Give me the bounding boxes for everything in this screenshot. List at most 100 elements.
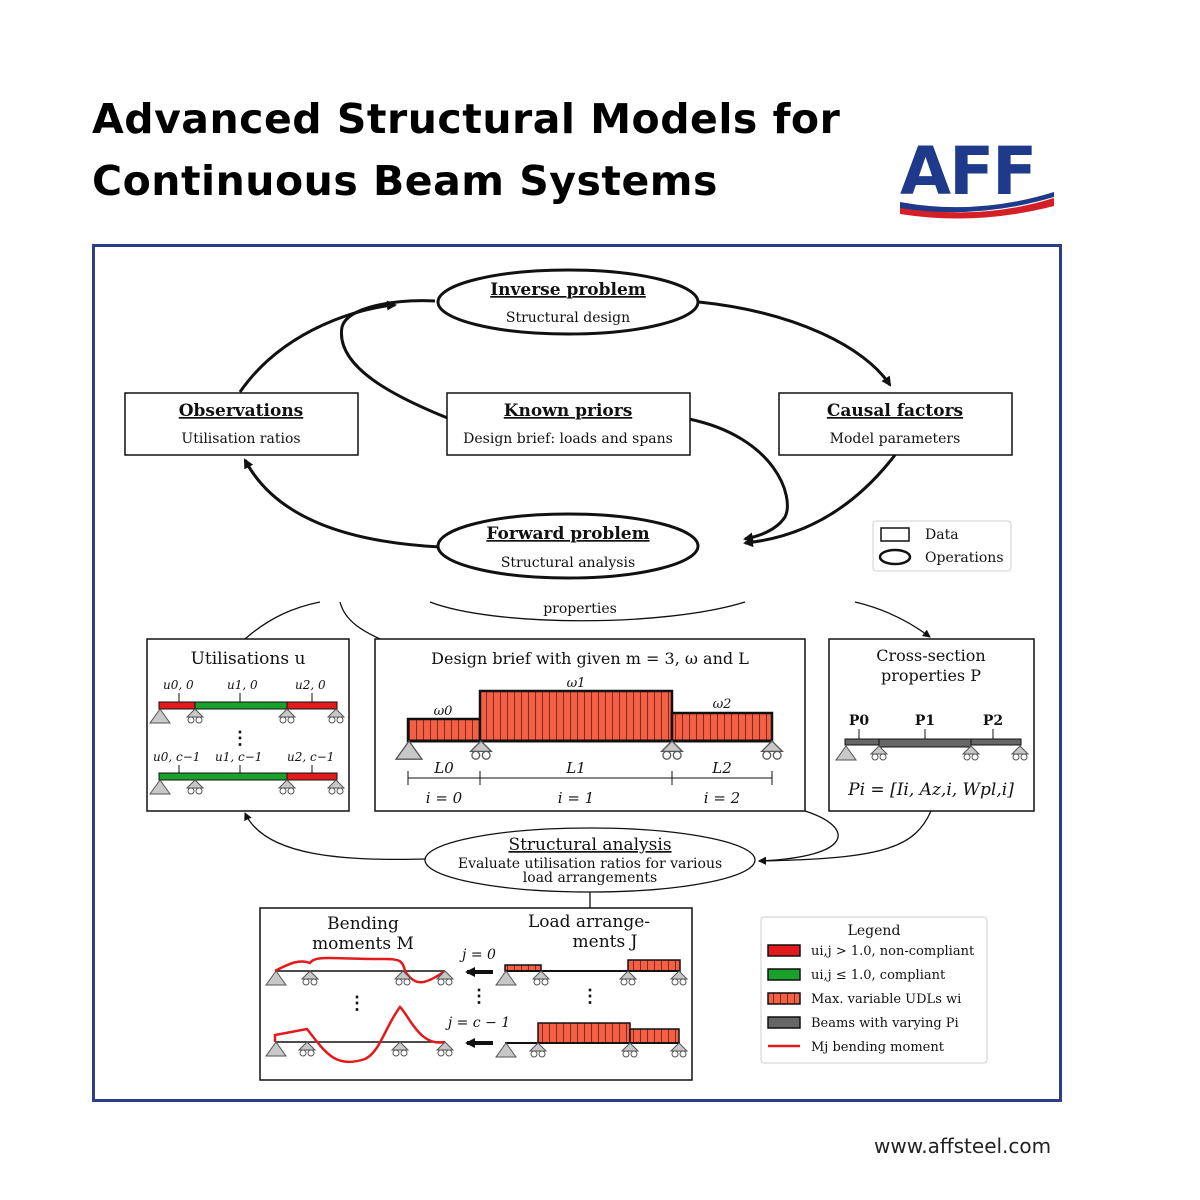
logo-swoosh-blue [900, 192, 1054, 213]
cycle-diagram: Inverse problem Structural design Forwar… [124, 268, 1013, 580]
legend: Legend ui,j > 1.0, non-compliant ui,j ≤ … [760, 916, 988, 1064]
util-bot-span-2 [286, 772, 338, 781]
moments-title-1: Bending [327, 914, 399, 934]
label-i2: i = 2 [704, 789, 740, 807]
legend-item-4: Mj bending moment [811, 1040, 945, 1055]
label-L0: L0 [433, 759, 454, 777]
logo-text: AFF [900, 133, 1035, 210]
legend-item-2: Max. variable UDLs wi [811, 992, 961, 1007]
arrow-to-cross-section [854, 601, 931, 638]
util-bot-span-0 [158, 772, 288, 781]
arrangements-dots-mid: ⋮ [581, 986, 599, 1007]
label-u2c: u2, c−1 [287, 750, 334, 764]
key-operations-label: Operations [925, 550, 1004, 566]
arrangements-dots-left: ⋮ [470, 986, 488, 1007]
forward-problem-title: Forward problem [486, 524, 649, 544]
aff-logo: AFF [900, 133, 1054, 219]
structural-analysis-node [424, 827, 756, 893]
arrow-causal-to-forward [743, 454, 897, 548]
legend-title: Legend [848, 923, 901, 939]
label-L2: L2 [711, 759, 732, 777]
diagram-frame: Inverse problem Structural design Forwar… [92, 244, 1062, 1102]
label-jc: j = c − 1 [445, 1015, 510, 1031]
legend-item-1: ui,j ≤ 1.0, compliant [811, 968, 946, 983]
fragment-properties-label: properties [543, 601, 617, 617]
util-span-1-compliant [194, 701, 288, 710]
label-P2: P2 [983, 713, 1003, 729]
arrow-forward-to-observations [243, 458, 441, 549]
udl-span-1 [478, 689, 674, 743]
label-w0: ω0 [434, 704, 453, 719]
label-w2: ω2 [713, 697, 732, 712]
util-span-0-noncompliant [158, 701, 196, 710]
fragment-arc-wide [429, 601, 746, 622]
key-data-symbol [880, 527, 910, 542]
known-priors-subtitle: Design brief: loads and spans [463, 431, 673, 447]
label-P0: P0 [849, 713, 870, 729]
observations-box [124, 392, 359, 456]
moment-diagram-bottom [265, 1005, 454, 1064]
causal-factors-subtitle: Model parameters [830, 431, 961, 447]
cross-section-formula: Pi = [Ii, Az,i, Wpl,i] [847, 780, 1014, 800]
known-priors-title: Known priors [504, 401, 633, 421]
label-u00: u0, 0 [163, 678, 194, 692]
fragment-arc-mid [339, 601, 381, 640]
load-arrangement-top [495, 959, 688, 986]
arrangements-title-1: Load arrange- [528, 912, 650, 932]
arrangements-title-2: ments J [573, 932, 638, 952]
udl-span-2 [670, 711, 774, 743]
label-j0: j = 0 [459, 947, 496, 963]
structural-analysis-line1: Evaluate utilisation ratios for various [458, 856, 722, 872]
cross-section-title-1: Cross-section [876, 646, 985, 665]
arr-bot-udl-2 [629, 1028, 680, 1044]
legend-item-3: Beams with varying Pi [811, 1016, 959, 1031]
structural-analysis-line2: load arrangements [523, 870, 657, 886]
section-beam-0 [844, 738, 880, 746]
arrow-inverse-to-causal [698, 300, 892, 387]
label-u10: u1, 0 [227, 678, 258, 692]
load-arrangement-bottom [495, 1022, 688, 1058]
arrow-analysis-to-utilisations [244, 812, 429, 861]
footer-url[interactable]: www.affsteel.com [874, 1134, 1052, 1158]
label-P1: P1 [915, 713, 935, 729]
arrow-priors-to-forward [688, 417, 789, 543]
observations-subtitle: Utilisation ratios [181, 431, 300, 447]
moment-curve-top [274, 956, 446, 984]
legend-swatch-noncompliant [767, 944, 801, 957]
arrow-priors-loop-top [340, 299, 451, 421]
known-priors-box [446, 392, 691, 456]
arrow-brief-to-analysis [758, 810, 839, 865]
moments-title-2: moments M [312, 934, 414, 954]
key-data-label: Data [925, 527, 959, 543]
title-line-2: Continuous Beam Systems [92, 157, 718, 205]
label-L1: L1 [565, 759, 586, 777]
moment-diagram-top [265, 956, 454, 986]
inverse-problem-title: Inverse problem [490, 280, 646, 300]
label-u20: u2, 0 [295, 678, 326, 692]
util-span-2-noncompliant [286, 701, 338, 710]
key-operations-symbol [878, 548, 912, 566]
label-w1: ω1 [567, 676, 586, 691]
legend-swatch-beam [767, 1016, 801, 1029]
arr-bot-udl-1 [537, 1022, 631, 1044]
observations-title: Observations [179, 401, 304, 421]
diagram-canvas: Inverse problem Structural design Forwar… [124, 268, 1035, 1081]
logo-swoosh-red [900, 198, 1054, 219]
structural-analysis-title: Structural analysis [508, 835, 671, 855]
label-i0: i = 0 [426, 789, 463, 807]
beam-diagram: properties Utilisations u u0, 0 u1, 0 u2… [146, 601, 1035, 1081]
legend-swatch-udl [767, 992, 801, 1005]
legend-swatch-compliant [767, 968, 801, 981]
utilisation-beam-top: u0, 0 u1, 0 u2, 0 [149, 678, 345, 724]
arr-top-udl-2 [627, 959, 681, 972]
utilisations-title: Utilisations u [191, 649, 306, 669]
inverse-problem-node [436, 268, 700, 336]
forward-problem-subtitle: Structural analysis [501, 555, 635, 571]
title-line-1: Advanced Structural Models for [92, 95, 841, 143]
page-title: Advanced Structural Models for Continuou… [92, 88, 840, 212]
label-u1c: u1, c−1 [215, 750, 262, 764]
forward-problem-node [436, 512, 700, 580]
causal-factors-title: Causal factors [827, 401, 963, 421]
section-beam-2 [970, 738, 1022, 746]
label-u0c: u0, c−1 [153, 750, 200, 764]
